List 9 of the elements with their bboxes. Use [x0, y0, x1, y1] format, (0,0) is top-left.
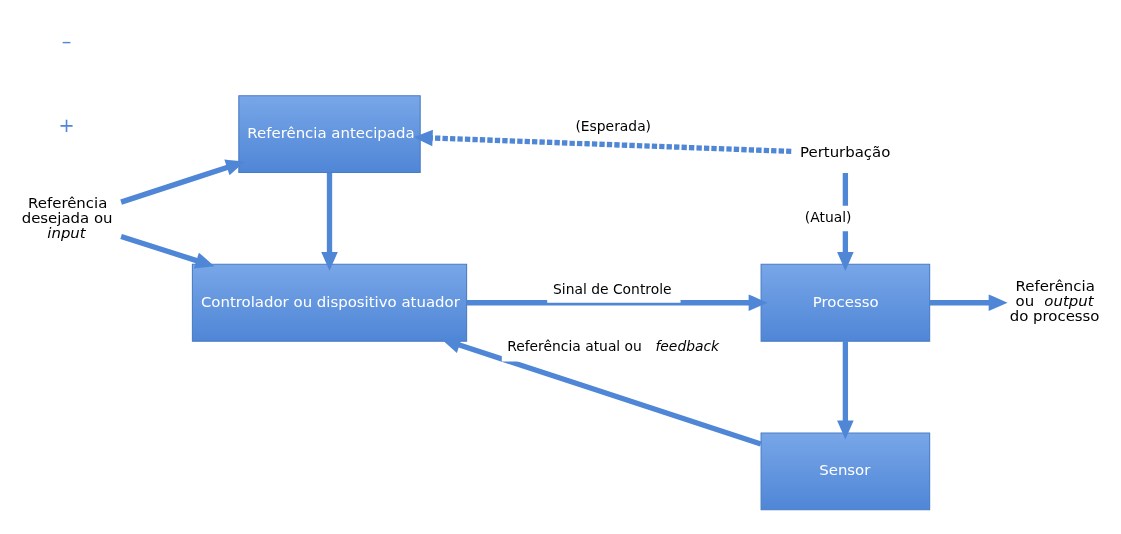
edge-label: (Esperada): [575, 118, 652, 135]
edge-label: (Atual): [804, 209, 852, 226]
node-text: Referência desejada ou input: [21, 194, 113, 242]
node-text: Perturbação: [800, 143, 891, 162]
label: –: [61, 30, 72, 54]
edge-label: Referência atual ou feedback: [507, 338, 720, 355]
node-text: Referência ou output do processo: [1009, 277, 1100, 326]
edge-label: Sinal de Controle: [553, 280, 672, 297]
label: +: [58, 114, 75, 138]
